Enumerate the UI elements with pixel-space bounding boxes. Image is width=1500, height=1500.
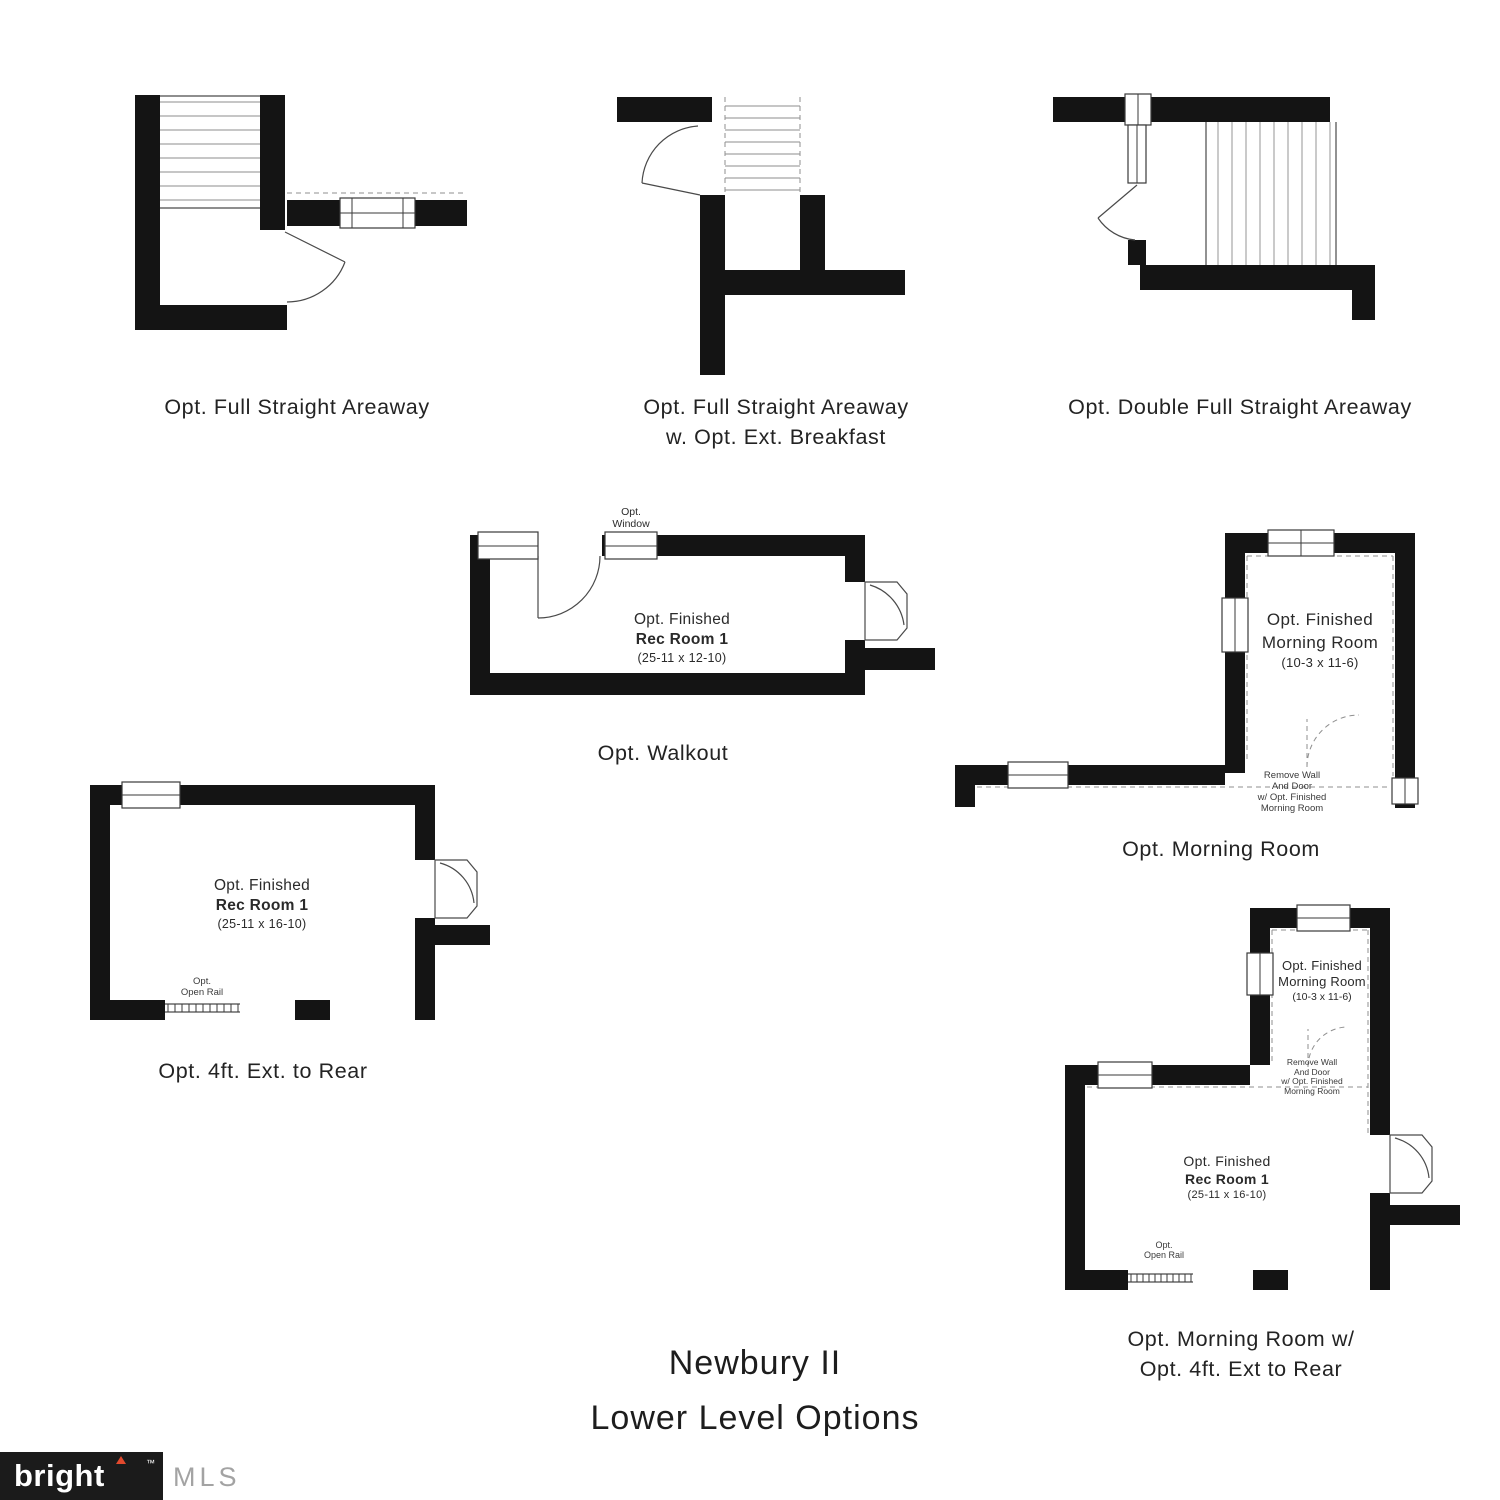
label-line: Open Rail — [1143, 1250, 1185, 1260]
caption-line: Opt. Full Straight Areaway — [643, 395, 909, 419]
label-line: Opt. Finished — [213, 877, 311, 894]
label-line: Morning Room — [1278, 974, 1366, 989]
plan-full-straight-areaway-breakfast — [617, 97, 905, 375]
caption-line: Opt. 4ft. Ext. to Rear — [158, 1059, 368, 1083]
caption-line: Opt. Morning Room w/ — [1127, 1327, 1355, 1351]
label-line: Opt. Finished — [633, 611, 731, 628]
label-line: (25-11 x 12-10) — [637, 651, 727, 665]
note-line: And Door — [1271, 781, 1313, 792]
note-line: w/ Opt. Finished — [1281, 1076, 1343, 1086]
note-line: Morning Room — [1284, 1085, 1340, 1096]
morning-room-label: Opt. Finished Morning Room (10-3 x 11-6) — [1262, 608, 1378, 672]
logo-brand-text: bright — [14, 1458, 105, 1493]
window — [1007, 529, 1419, 805]
note-line: Remove Wall — [1263, 770, 1321, 781]
label-line: Window — [612, 518, 650, 530]
stairs — [724, 97, 801, 193]
caption-line: Opt. Full Straight Areaway — [164, 395, 430, 419]
label-line: Morning Room — [1261, 633, 1379, 652]
bright-mls-logo: bright ™ — [0, 1452, 163, 1500]
morning-remove-wall-note: Remove Wall And Door w/ Opt. Finished Mo… — [1258, 770, 1327, 814]
plan-4ft-ext-to-rear — [90, 781, 490, 1020]
label-line: Opt. — [193, 976, 211, 987]
walls — [617, 97, 905, 375]
walls — [1065, 908, 1460, 1290]
plan-morning-room-with-ext — [1065, 904, 1460, 1290]
label-line: Rec Room 1 — [215, 897, 309, 914]
areaway-door — [434, 859, 478, 919]
stairs — [160, 95, 260, 209]
caption-morning-room: Opt. Morning Room — [1122, 834, 1320, 864]
label-line: Open Rail — [180, 986, 224, 998]
label-line: Opt. Finished — [1183, 1153, 1271, 1169]
label-line: (25-11 x 16-10) — [217, 917, 307, 931]
label-line: (10-3 x 11-6) — [1281, 655, 1359, 670]
label-line: Opt. Finished — [1266, 610, 1374, 629]
door-arc — [641, 125, 701, 196]
caption-line: Opt. Walkout — [597, 741, 729, 765]
note-line: w/ Opt. Finished — [1257, 792, 1327, 803]
door-arc — [1097, 184, 1138, 241]
caption-line: Opt. Double Full Straight Areaway — [1068, 395, 1412, 419]
ext4ft-room-label: Opt. Finished Rec Room 1 (25-11 x 16-10) — [214, 876, 310, 932]
label-line: Opt. — [1155, 1240, 1173, 1250]
opt-window-label: Opt. Window — [612, 506, 649, 530]
walls — [1053, 97, 1375, 320]
caption-line: w. Opt. Ext. Breakfast — [666, 425, 886, 449]
window — [1124, 93, 1152, 184]
morning-ext-open-rail-label: Opt. Open Rail — [1144, 1240, 1184, 1260]
label-line: (10-3 x 11-6) — [1292, 991, 1352, 1003]
plan-morning-room — [955, 529, 1419, 808]
label-line: Rec Room 1 — [635, 631, 729, 648]
areaway-door — [864, 581, 908, 641]
open-rail — [165, 1003, 240, 1013]
caption-4ft-ext-to-rear: Opt. 4ft. Ext. to Rear — [158, 1056, 367, 1086]
logo-trademark: ™ — [146, 1458, 155, 1468]
plan-double-full-straight-areaway — [1053, 93, 1375, 320]
morning-ext-remove-wall-note: Remove Wall And Door w/ Opt. Finished Mo… — [1281, 1057, 1343, 1096]
label-line: (25-11 x 16-10) — [1187, 1189, 1267, 1201]
caption-full-straight-areaway-breakfast: Opt. Full Straight Areaway w. Opt. Ext. … — [643, 392, 908, 452]
window — [339, 197, 416, 229]
label-line: Rec Room 1 — [1185, 1171, 1269, 1187]
open-rail — [1128, 1273, 1193, 1283]
caption-line: Opt. 4ft. Ext to Rear — [1139, 1357, 1343, 1381]
sheet-title: Newbury II Lower Level Options — [591, 1336, 920, 1446]
note-line: Morning Room — [1260, 803, 1324, 814]
door-opening — [537, 534, 602, 619]
sheet-title-line: Lower Level Options — [590, 1399, 920, 1437]
caption-walkout: Opt. Walkout — [598, 738, 729, 768]
caption-full-straight-areaway: Opt. Full Straight Areaway — [164, 392, 429, 422]
window — [1097, 904, 1351, 1089]
sheet-title-line: Newbury II — [668, 1344, 842, 1382]
logo-flame-icon — [116, 1456, 126, 1464]
ext4ft-open-rail-label: Opt. Open Rail — [180, 976, 224, 998]
note-line: And Door — [1294, 1066, 1330, 1077]
plan-full-straight-areaway — [135, 95, 467, 330]
morning-ext-morning-label: Opt. Finished Morning Room (10-3 x 11-6) — [1278, 958, 1366, 1004]
note-line: Remove Wall — [1286, 1057, 1338, 1067]
label-line: Opt. — [621, 506, 641, 518]
door-arc — [284, 231, 346, 303]
caption-morning-room-ext: Opt. Morning Room w/ Opt. 4ft. Ext to Re… — [1127, 1324, 1354, 1384]
morning-ext-rec-label: Opt. Finished Rec Room 1 (25-11 x 16-10) — [1183, 1152, 1270, 1203]
walkout-room-label: Opt. Finished Rec Room 1 (25-11 x 12-10) — [634, 610, 730, 666]
areaway-door — [1389, 1134, 1433, 1194]
window — [477, 531, 658, 560]
caption-line: Opt. Morning Room — [1122, 837, 1320, 861]
label-line: Opt. Finished — [1282, 958, 1362, 973]
window — [121, 781, 181, 809]
logo-mls-text: MLS — [173, 1462, 241, 1492]
walls — [135, 95, 467, 330]
plan-walkout — [470, 531, 935, 695]
caption-double-full-straight-areaway: Opt. Double Full Straight Areaway — [1068, 392, 1412, 422]
stairs — [1205, 122, 1337, 265]
